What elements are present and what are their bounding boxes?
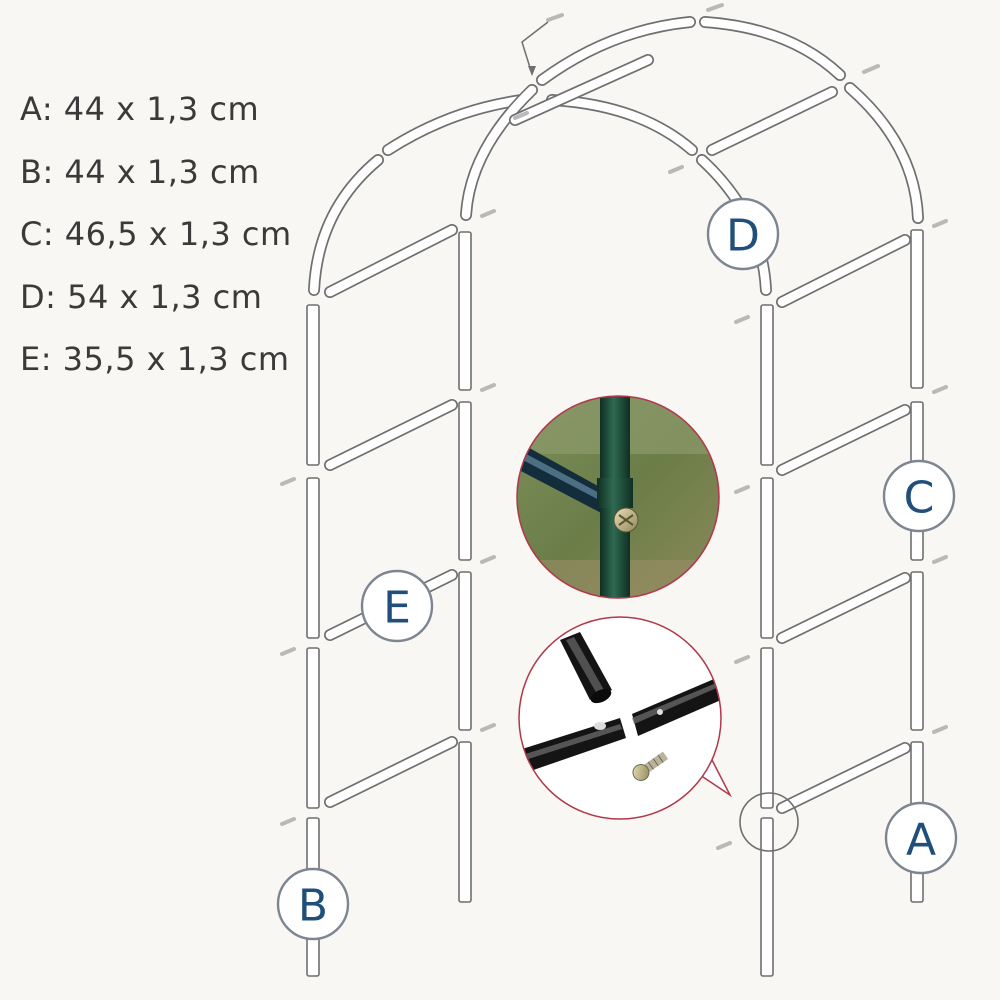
dimension-d: D: 54 x 1,3 cm <box>20 277 263 316</box>
callout-a: A <box>884 801 958 875</box>
front-right-leg <box>760 304 774 977</box>
dimension-a: A: 44 x 1,3 cm <box>20 90 260 128</box>
callout-c: C <box>882 459 956 533</box>
callout-d: D <box>706 197 780 271</box>
dimension-b: B: 44 x 1,3 cm <box>20 152 260 191</box>
back-left-leg <box>458 231 472 903</box>
dimension-e: E: 35,5 x 1,3 cm <box>20 340 290 378</box>
dimension-list: A: 44 x 1,3 cm B: 44 x 1,3 cm C: 46,5 x … <box>20 78 292 391</box>
callout-a-letter: A <box>906 815 936 866</box>
callout-e: E <box>360 569 434 643</box>
cross-bars <box>324 54 911 814</box>
front-arch <box>306 94 774 977</box>
callout-d-letter: D <box>726 211 760 262</box>
dimension-c: C: 46,5 x 1,3 cm <box>20 215 292 253</box>
callout-c-letter: C <box>904 473 935 524</box>
top-joint-arrow <box>521 21 549 76</box>
screws <box>280 3 948 850</box>
photo-tube-parts <box>518 616 732 820</box>
callout-e-letter: E <box>383 583 411 634</box>
photo-joint-grass <box>516 395 720 599</box>
callout-b: B <box>276 867 350 941</box>
joint-detail-marker <box>739 792 799 852</box>
callout-b-letter: B <box>298 881 328 932</box>
back-right-leg <box>910 229 924 903</box>
back-arch <box>458 16 924 903</box>
